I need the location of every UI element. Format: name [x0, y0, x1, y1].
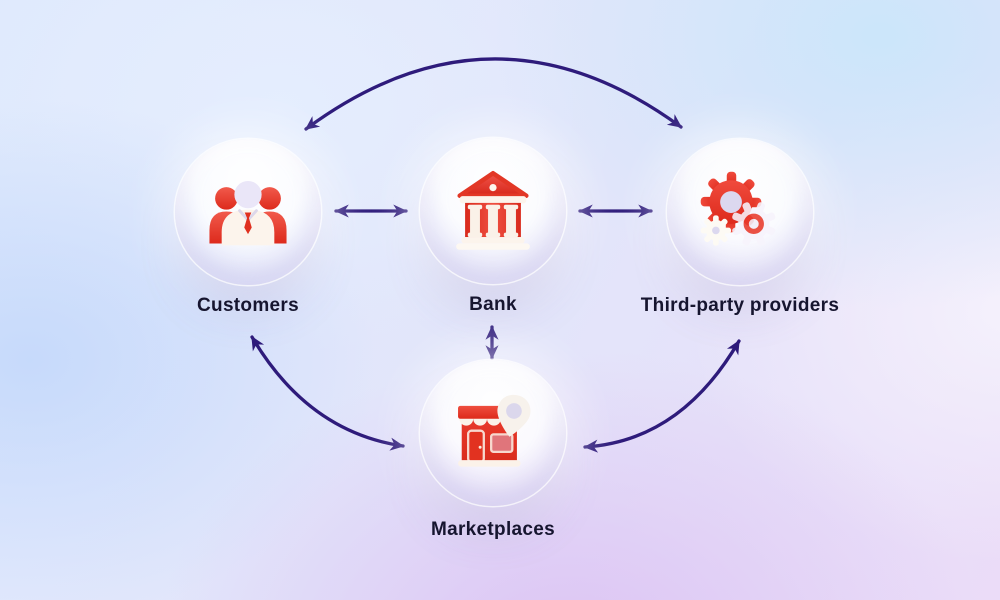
window: [490, 433, 514, 454]
gear-glass: [731, 202, 775, 246]
node-label-marketplaces: Marketplaces: [430, 519, 555, 540]
marketplaces-circle: [420, 360, 566, 506]
location-pin: [497, 394, 531, 437]
storefront-pin-icon: [458, 394, 531, 467]
bank-columns: [467, 204, 519, 238]
gear-small: [700, 215, 731, 246]
node-label-third-party-providers: Third-party providers: [640, 295, 840, 316]
gears-icon: [700, 171, 775, 246]
third-party-circle: [667, 139, 813, 285]
bank-circle: [420, 138, 566, 284]
gear-large: [700, 171, 761, 233]
node-bank: Bank: [378, 138, 608, 316]
node-label-bank: Bank: [469, 294, 517, 315]
node-customers: Customers: [133, 139, 363, 317]
node-marketplaces: Marketplaces: [378, 360, 608, 541]
arrow-customers-thirdparty: [304, 57, 683, 131]
customers-group-icon: [209, 180, 287, 245]
tie: [244, 212, 252, 234]
node-third-party-providers: Third-party providers: [625, 139, 855, 317]
node-label-customers: Customers: [197, 295, 299, 316]
customers-circle: [175, 139, 321, 285]
bank-building-icon: [456, 170, 530, 250]
person-center: [221, 180, 275, 245]
door: [467, 429, 485, 464]
arrow-marketplaces-thirdparty: [583, 339, 741, 453]
